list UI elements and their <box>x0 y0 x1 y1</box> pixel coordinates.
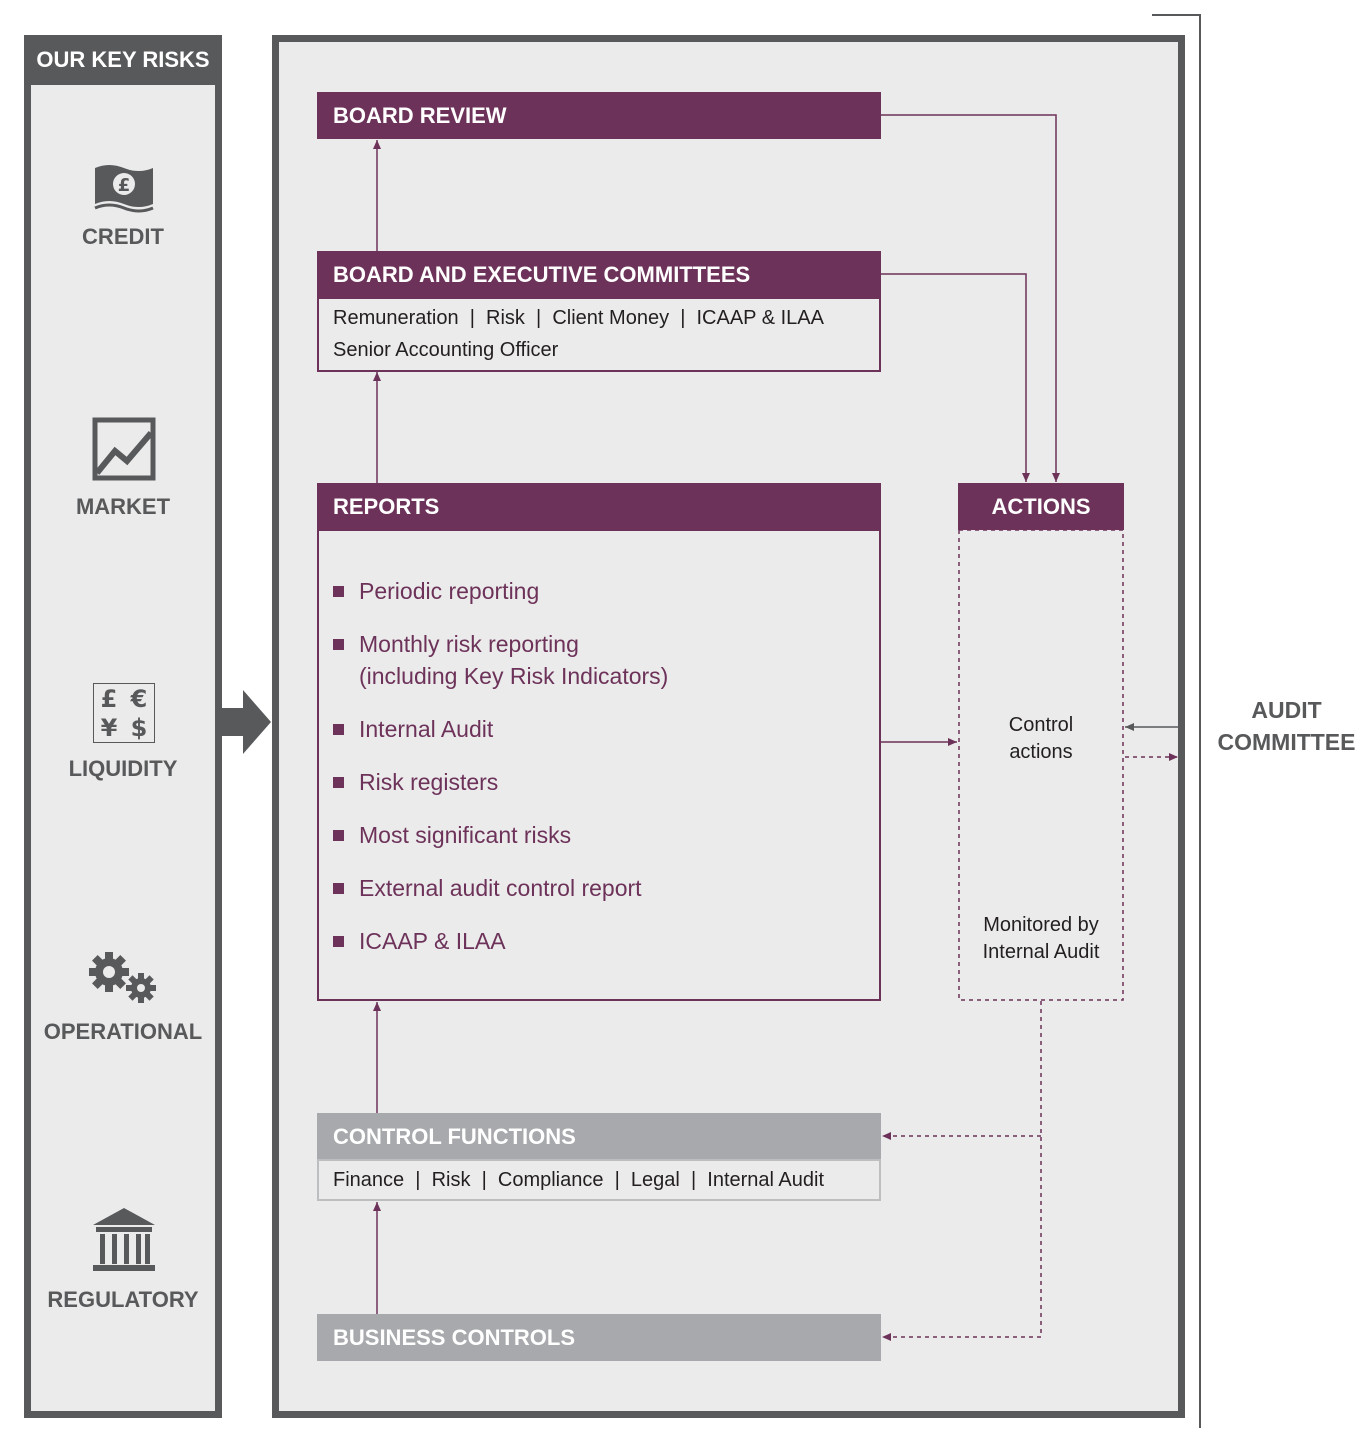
risk-regulatory-label: REGULATORY <box>47 1287 199 1312</box>
bank-building-icon <box>93 1208 155 1271</box>
market-chart-icon <box>92 417 156 481</box>
banknote-pound-icon: £ <box>94 165 154 213</box>
monitored-text: Monitored by Internal Audit <box>982 914 1100 963</box>
flow-arrow-icon <box>217 690 271 754</box>
list-item: Internal Audit <box>333 713 879 745</box>
risk-credit-label: CREDIT <box>82 224 164 249</box>
gears-icon <box>89 952 156 1003</box>
list-item: ICAAP & ILAA <box>333 925 879 957</box>
currency-symbols-icon: £ € ¥ $ <box>93 683 155 743</box>
reports-box: Periodic reporting Monthly risk reportin… <box>317 529 881 1001</box>
actions-header: ACTIONS <box>958 483 1124 530</box>
list-item: Risk registers <box>333 766 879 798</box>
svg-text:£: £ <box>118 175 131 196</box>
key-risks-panel <box>24 35 222 1418</box>
audit-committee-label: AUDIT COMMITTEE <box>1217 697 1356 755</box>
committees-box: Remuneration | Risk | Client Money | ICA… <box>317 297 881 372</box>
risk-market-label: MARKET <box>75 494 171 519</box>
control-functions-box: Finance | Risk | Compliance | Legal | In… <box>317 1159 881 1201</box>
board-review-header: BOARD REVIEW <box>317 92 881 139</box>
risk-liquidity-label: LIQUIDITY <box>68 756 178 781</box>
control-actions-text: Control actions <box>1008 714 1074 763</box>
reports-list: Periodic reporting Monthly risk reportin… <box>333 575 879 957</box>
committees-extra: Senior Accounting Officer <box>333 339 559 361</box>
key-risks-header: OUR KEY RISKS <box>24 35 222 85</box>
reports-header: REPORTS <box>317 483 881 530</box>
list-item: Periodic reporting <box>333 575 879 607</box>
business-controls-header: BUSINESS CONTROLS <box>317 1314 881 1361</box>
list-item: Monthly risk reporting (including Key Ri… <box>333 628 879 692</box>
risk-operational-label: OPERATIONAL <box>43 1019 203 1044</box>
actions-box <box>958 529 1124 1001</box>
committees-header: BOARD AND EXECUTIVE COMMITTEES <box>317 251 881 298</box>
list-item: External audit control report <box>333 872 879 904</box>
list-item: Most significant risks <box>333 819 879 851</box>
control-functions-header: CONTROL FUNCTIONS <box>317 1113 881 1160</box>
control-functions-list: Finance | Risk | Compliance | Legal | In… <box>333 1169 825 1191</box>
committees-list: Remuneration | Risk | Client Money | ICA… <box>333 307 824 329</box>
